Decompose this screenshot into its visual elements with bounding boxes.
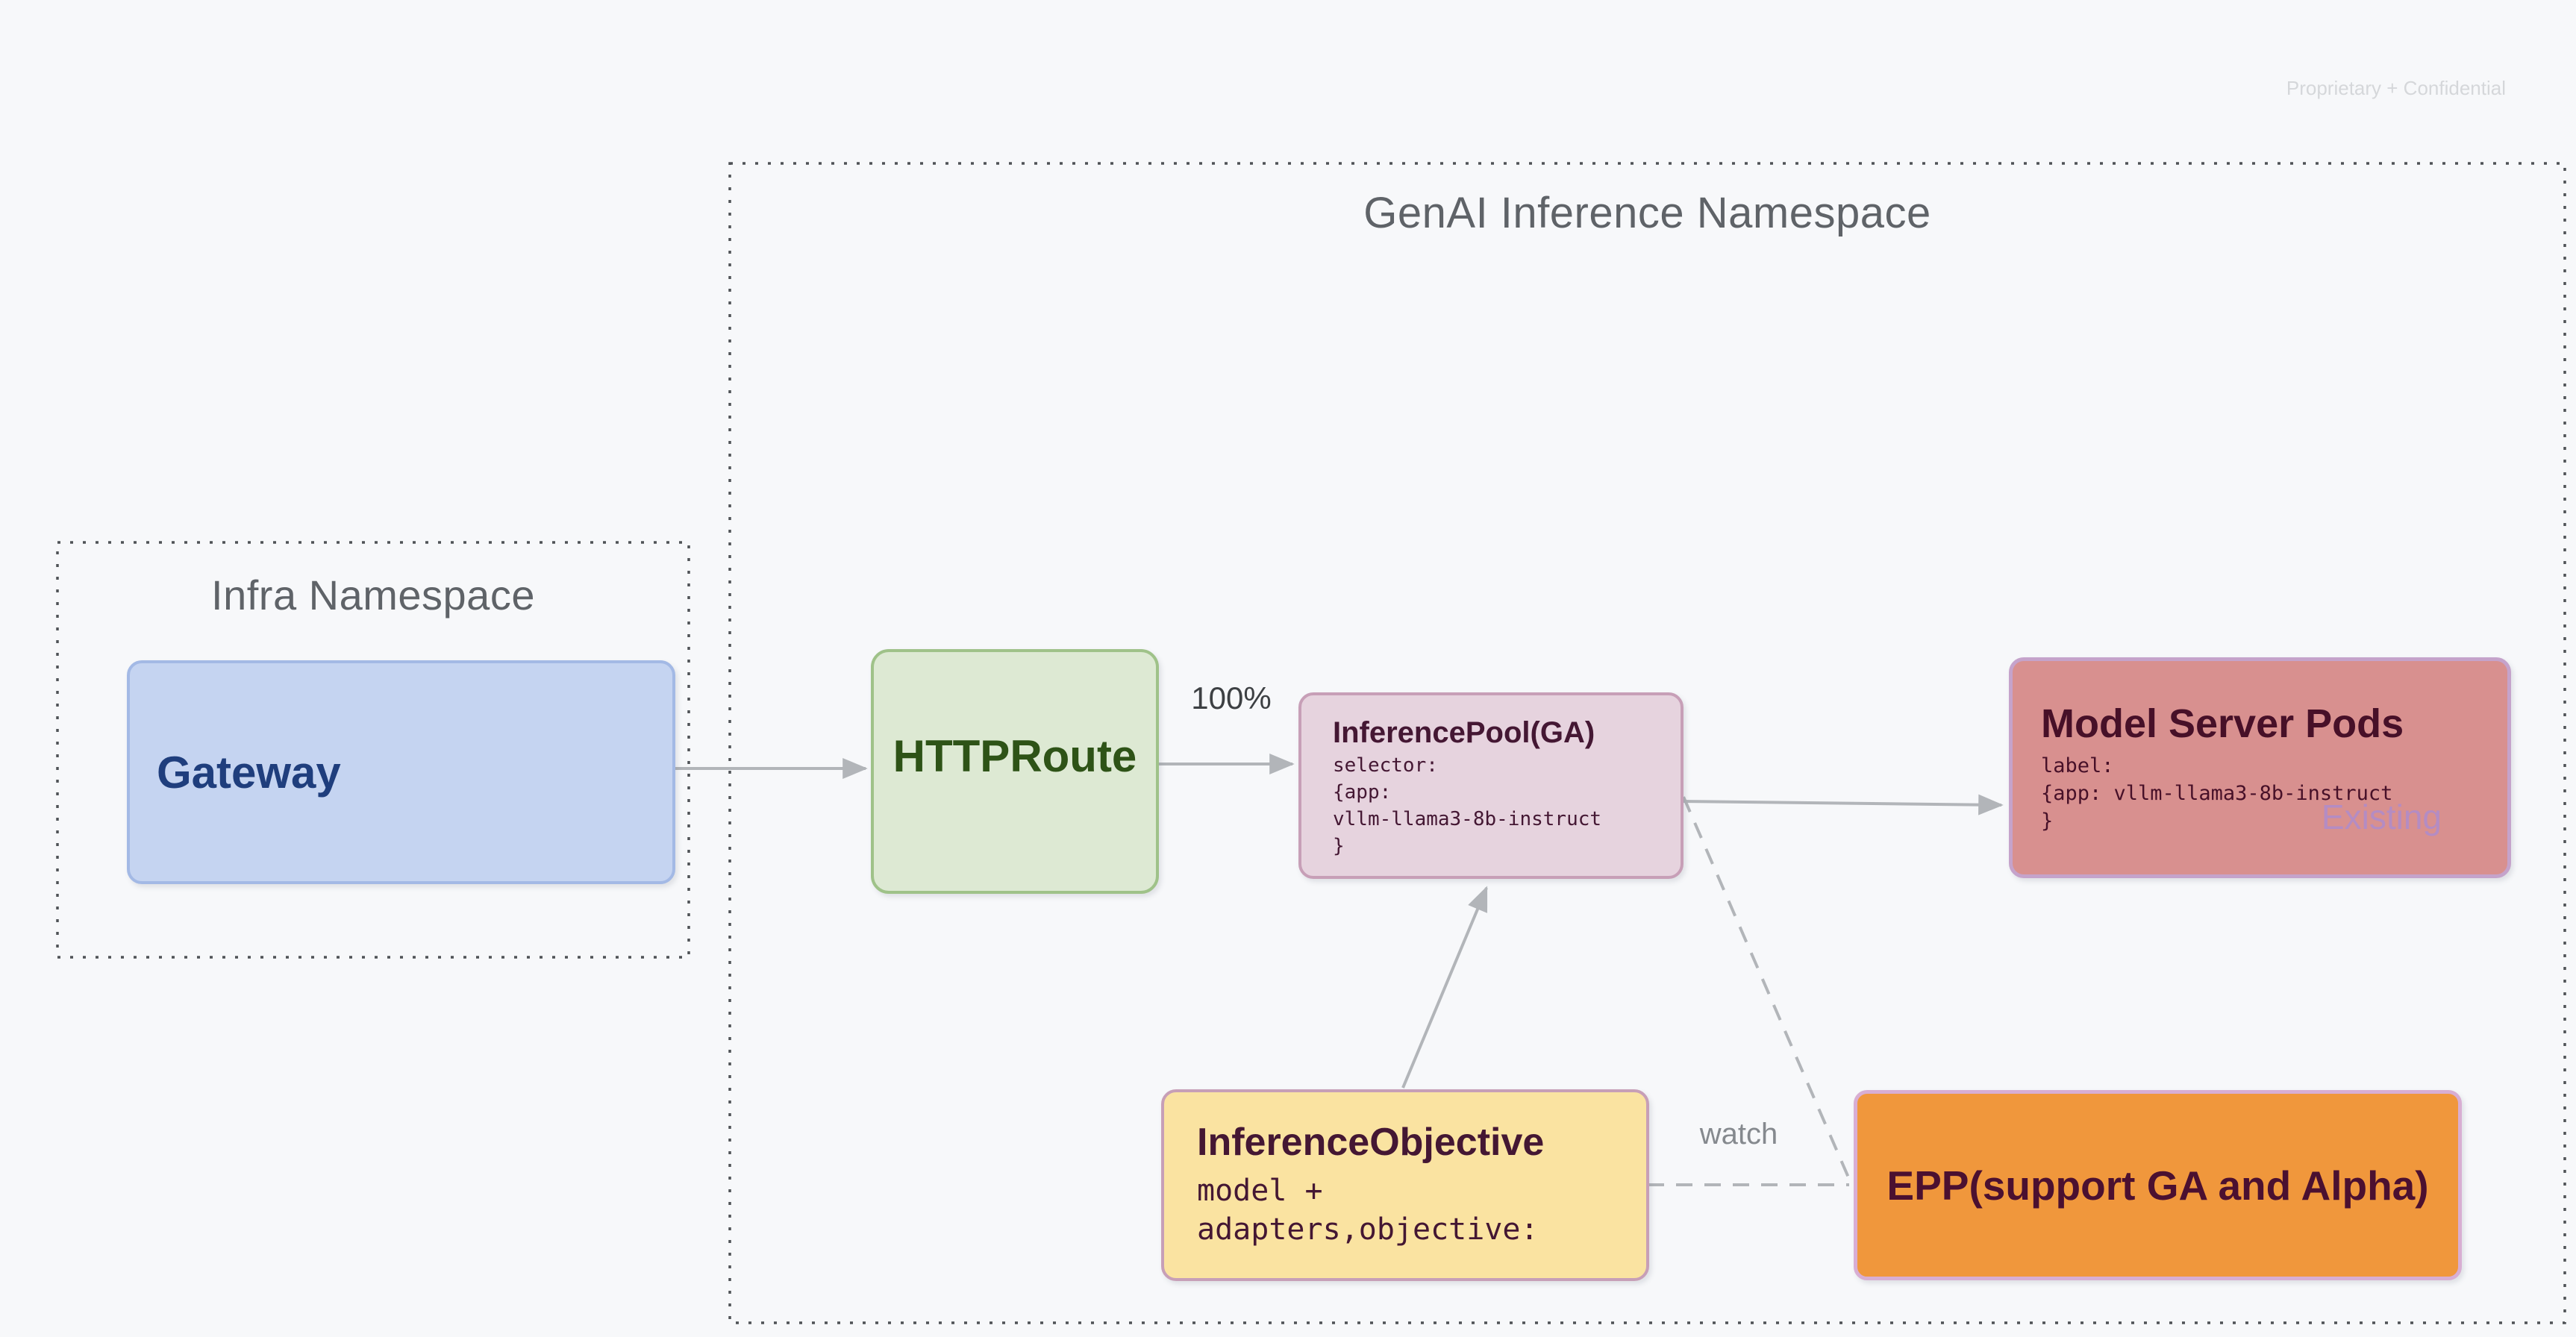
model-server-pods-node: Model Server Pods label: {app: vllm-llam… xyxy=(2009,657,2511,878)
httproute-label: HTTPRoute xyxy=(892,730,1137,781)
edge-epp-watch-inferencepool xyxy=(1682,796,1850,1178)
code-line: {app: xyxy=(1333,781,1392,804)
code-line: vllm-llama3-8b-instruct xyxy=(1333,808,1602,830)
watch-label: watch xyxy=(1699,1118,1778,1150)
code-line: model + xyxy=(1197,1174,1323,1208)
gateway-label: Gateway xyxy=(157,747,341,798)
inference-pool-node: InferencePool(GA) selector: {app: vllm-l… xyxy=(1298,692,1684,879)
code-line: {app: vllm-llama3-8b-instruct xyxy=(2041,782,2393,805)
inference-objective-node: InferenceObjective model + adapters,obje… xyxy=(1161,1089,1649,1281)
epp-label: EPP(support GA and Alpha) xyxy=(1886,1162,2429,1209)
infra-namespace-title: Infra Namespace xyxy=(211,572,535,619)
edge-inferencepool-to-modelserverpods xyxy=(1680,794,2004,815)
code-line: } xyxy=(1333,835,1345,857)
model-server-pods-title: Model Server Pods xyxy=(2041,701,2404,746)
traffic-split-label: 100% xyxy=(1191,680,1272,716)
existing-status-tag: Existing xyxy=(2321,798,2442,836)
inference-objective-code: model + adapters,objective: xyxy=(1197,1171,1639,1249)
inference-pool-selector-code: selector: {app: vllm-llama3-8b-instruct … xyxy=(1333,752,1673,860)
httproute-node: HTTPRoute xyxy=(871,649,1159,894)
inference-pool-title: InferencePool(GA) xyxy=(1333,716,1595,749)
model-server-pods-label-code: label: {app: vllm-llama3-8b-instruct } xyxy=(2041,752,2500,835)
code-line: selector: xyxy=(1333,754,1438,777)
confidential-watermark: Proprietary + Confidential xyxy=(2286,77,2506,99)
gateway-node: Gateway xyxy=(127,660,675,884)
inference-objective-title: InferenceObjective xyxy=(1197,1121,1545,1164)
infra-namespace-border xyxy=(56,541,690,959)
code-line: label: xyxy=(2041,754,2114,777)
epp-node: EPP(support GA and Alpha) xyxy=(1854,1090,2462,1280)
genai-namespace-title: GenAI Inference Namespace xyxy=(1363,189,1931,237)
code-line: adapters,objective: xyxy=(1197,1212,1539,1247)
edge-inferenceobjective-to-inferencepool xyxy=(1401,886,1488,1089)
code-line: } xyxy=(2041,810,2054,833)
